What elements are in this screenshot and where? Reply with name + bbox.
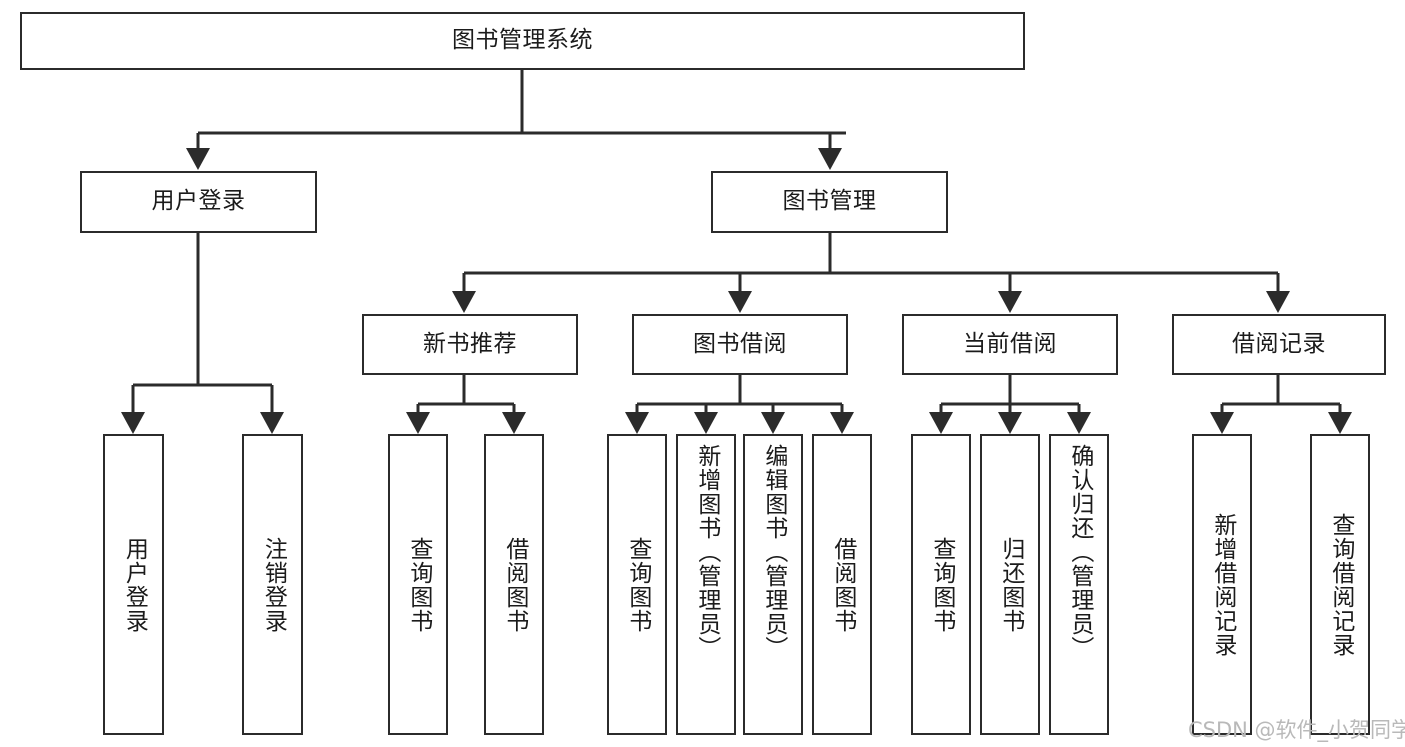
node-leaf-add-book-label: 新增图书（管理员） (693, 444, 720, 660)
node-root-system-label: 图书管理系统 (452, 27, 593, 54)
node-leaf-borrow-book-2-label: 借阅图书 (829, 536, 856, 633)
node-book-management-label: 图书管理 (782, 188, 877, 215)
node-leaf-logout-login-label: 注销登录 (260, 536, 287, 633)
node-leaf-query-book-3-label: 查询图书 (928, 536, 955, 633)
node-leaf-edit-book-label: 编辑图书（管理员） (760, 444, 787, 660)
node-leaf-return-book[interactable]: 归还图书 (980, 434, 1040, 735)
node-root-system[interactable]: 图书管理系统 (20, 12, 1025, 70)
node-leaf-query-book-1[interactable]: 查询图书 (388, 434, 448, 735)
node-book-borrow[interactable]: 图书借阅 (632, 314, 848, 375)
node-leaf-borrow-book-2[interactable]: 借阅图书 (812, 434, 872, 735)
node-new-book-recommend[interactable]: 新书推荐 (362, 314, 578, 375)
node-leaf-logout-login[interactable]: 注销登录 (242, 434, 303, 735)
node-user-login[interactable]: 用户登录 (80, 171, 317, 233)
node-book-management[interactable]: 图书管理 (711, 171, 948, 233)
node-leaf-query-book-2[interactable]: 查询图书 (607, 434, 667, 735)
node-current-borrow[interactable]: 当前借阅 (902, 314, 1118, 375)
node-leaf-borrow-book-1-label: 借阅图书 (501, 536, 528, 633)
node-leaf-confirm-return-label: 确认归还（管理员） (1066, 444, 1093, 660)
node-book-borrow-label: 图书借阅 (693, 330, 787, 357)
node-new-book-recommend-label: 新书推荐 (423, 330, 517, 357)
node-leaf-return-book-label: 归还图书 (997, 536, 1024, 633)
node-borrow-record[interactable]: 借阅记录 (1172, 314, 1386, 375)
node-leaf-add-borrow-record-label: 新增借阅记录 (1209, 512, 1236, 657)
node-leaf-user-login[interactable]: 用户登录 (103, 434, 164, 735)
node-user-login-label: 用户登录 (151, 188, 246, 215)
node-leaf-query-borrow-record[interactable]: 查询借阅记录 (1310, 434, 1370, 735)
node-leaf-borrow-book-1[interactable]: 借阅图书 (484, 434, 544, 735)
node-leaf-add-borrow-record[interactable]: 新增借阅记录 (1192, 434, 1252, 735)
node-leaf-query-book-2-label: 查询图书 (624, 536, 651, 633)
node-leaf-user-login-label: 用户登录 (121, 536, 148, 633)
node-leaf-confirm-return[interactable]: 确认归还（管理员） (1049, 434, 1109, 735)
node-borrow-record-label: 借阅记录 (1232, 330, 1326, 357)
node-leaf-query-borrow-record-label: 查询借阅记录 (1327, 512, 1354, 657)
node-leaf-query-book-3[interactable]: 查询图书 (911, 434, 971, 735)
node-leaf-query-book-1-label: 查询图书 (405, 536, 432, 633)
node-current-borrow-label: 当前借阅 (963, 330, 1057, 357)
node-leaf-edit-book[interactable]: 编辑图书（管理员） (743, 434, 803, 735)
node-leaf-add-book[interactable]: 新增图书（管理员） (676, 434, 736, 735)
